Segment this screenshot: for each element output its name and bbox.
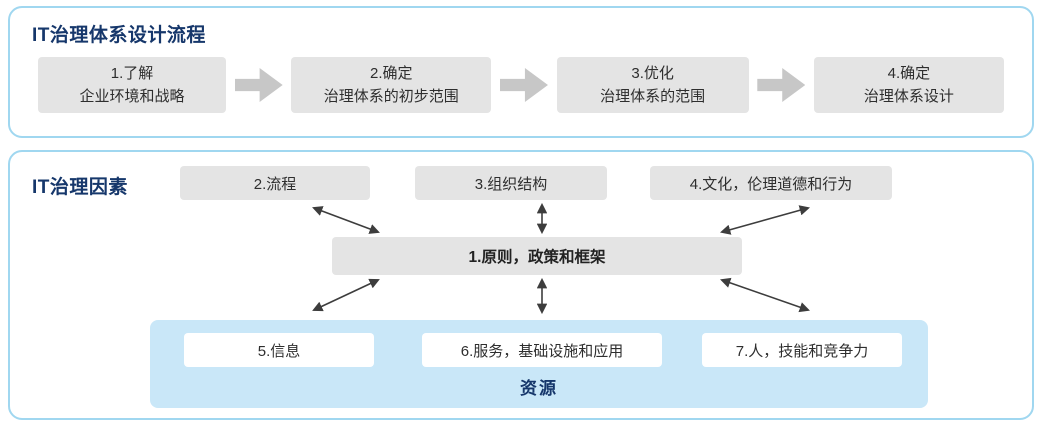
process-panel-title: IT治理体系设计流程 — [32, 25, 206, 46]
process-step-2: 2.确定 治理体系的初步范围 — [291, 57, 492, 113]
process-step-1-line2: 企业环境和战略 — [79, 88, 185, 105]
arrow-center-to-people — [720, 277, 810, 313]
factors-panel-title: IT治理因素 — [32, 177, 128, 198]
arrow-center-to-information — [312, 278, 380, 312]
process-step-1: 1.了解 企业环境和战略 — [38, 57, 226, 113]
process-step-4-line1: 4.确定 — [887, 64, 931, 82]
process-step-3-line2: 治理体系的范围 — [600, 88, 706, 105]
flow-arrow-icon — [499, 68, 548, 102]
process-step-3-line1: 3.优化 — [631, 64, 674, 82]
process-step-2-line1: 2.确定 — [370, 64, 413, 82]
arrow-center-to-process — [312, 206, 380, 234]
process-step-4-line2: 治理体系设计 — [863, 88, 954, 105]
flow-arrow-icon — [234, 68, 283, 102]
resource-services: 6.服务，基础设施和应用 — [422, 333, 662, 367]
process-flow: 1.了解 企业环境和战略 2.确定 治理体系的初步范围 3.优化 治理体系的范围… — [38, 56, 1004, 114]
factor-culture: 4.文化，伦理道德和行为 — [650, 166, 892, 200]
arrow-center-to-culture — [719, 205, 811, 235]
process-step-2-line2: 治理体系的初步范围 — [323, 88, 459, 105]
factor-org-structure: 3.组织结构 — [415, 166, 607, 200]
resource-people: 7.人，技能和竞争力 — [702, 333, 902, 367]
process-step-1-line1: 1.了解 — [110, 64, 154, 82]
factor-principles: 1.原则，政策和框架 — [332, 237, 742, 275]
resources-container: 5.信息 6.服务，基础设施和应用 7.人，技能和竞争力 资源 — [150, 320, 928, 408]
factor-process: 2.流程 — [180, 166, 370, 200]
resources-label: 资源 — [520, 379, 558, 398]
factors-panel: IT治理因素 2.流程 3.组织结构 4.文化，伦理道德和行为 1.原则，政策和… — [8, 150, 1034, 420]
flow-arrow-icon — [757, 68, 806, 102]
process-panel: IT治理体系设计流程 1.了解 企业环境和战略 2.确定 治理体系的初步范围 3… — [8, 6, 1034, 138]
process-step-4: 4.确定 治理体系设计 — [813, 57, 1004, 113]
resource-information: 5.信息 — [184, 333, 374, 367]
process-step-3: 3.优化 治理体系的范围 — [556, 57, 749, 113]
